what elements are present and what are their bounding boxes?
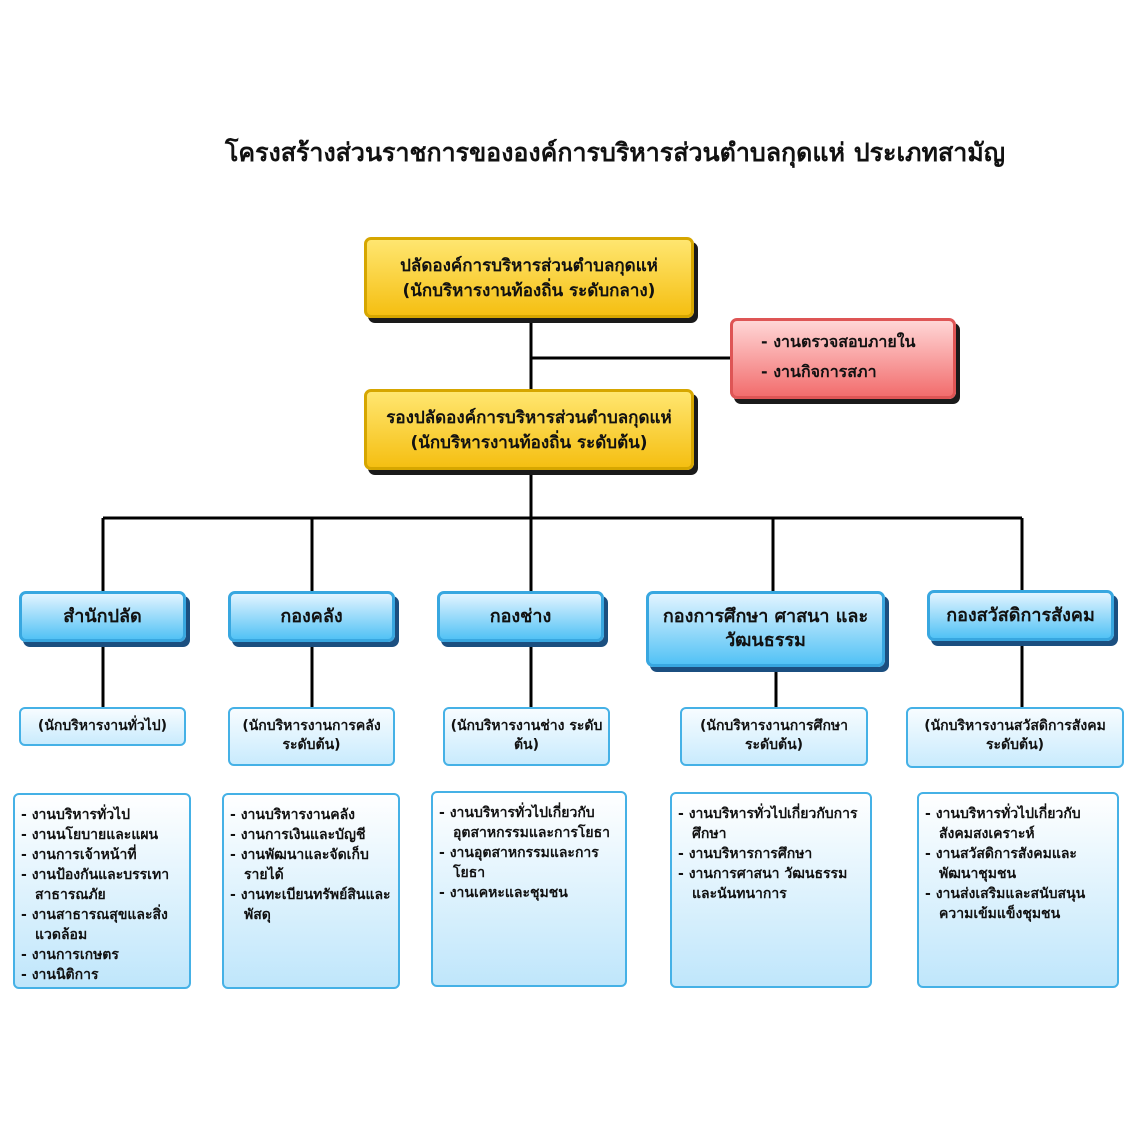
list-item: งานบริหารทั่วไป	[21, 805, 183, 825]
list-item: งานบริหารทั่วไปเกี่ยวกับอุตสาหกรรมและการ…	[439, 803, 619, 843]
division-name: กองคลัง	[280, 605, 343, 627]
list-item: งานเคหะและชุมชน	[439, 883, 619, 903]
list-item: งานทะเบียนทรัพย์สินและพัสดุ	[230, 885, 392, 925]
division-engineering-head: กองช่าง	[437, 591, 604, 642]
list-item: งานนโยบายและแผน	[21, 825, 183, 845]
chief-title: ปลัดองค์การบริหารส่วนตำบลกุดแห่	[400, 256, 658, 276]
division-name: สำนักปลัด	[63, 605, 142, 627]
list-item: งานการเกษตร	[21, 945, 183, 965]
duty-list-finance: งานบริหารงานคลัง งานการเงินและบัญชี งานพ…	[222, 793, 400, 989]
division-position: (นักบริหารงานการศึกษา ระดับต้น)	[680, 707, 868, 766]
list-item: งานบริหารทั่วไปเกี่ยวกับสังคมสงเคราะห์	[925, 804, 1111, 844]
list-item: งานนิติการ	[21, 965, 183, 985]
list-item: งานการศาสนา วัฒนธรรมและนันทนาการ	[678, 864, 864, 904]
duty-list-office: งานบริหารทั่วไป งานนโยบายและแผน งานการเจ…	[13, 793, 191, 989]
chief-level: (นักบริหารงานท้องถิ่น ระดับกลาง)	[402, 281, 656, 301]
list-item: งานป้องกันและบรรเทาสาธารณภัย	[21, 865, 183, 905]
side-unit-council: - งานกิจการสภา	[761, 362, 877, 381]
list-item: งานส่งเสริมและสนับสนุนความเข้มแข็งชุมชน	[925, 884, 1111, 924]
division-finance-head: กองคลัง	[228, 591, 395, 642]
list-item: งานอุตสาหกรรมและการโยธา	[439, 843, 619, 883]
duty-list-education: งานบริหารทั่วไปเกี่ยวกับการศึกษา งานบริห…	[670, 792, 872, 988]
list-item: งานบริหารการศึกษา	[678, 844, 864, 864]
chief-box: ปลัดองค์การบริหารส่วนตำบลกุดแห่ (นักบริห…	[364, 237, 694, 318]
list-item: งานสวัสดิการสังคมและพัฒนาชุมชน	[925, 844, 1111, 884]
division-position: (นักบริหารงานทั่วไป)	[19, 707, 186, 746]
division-name: กองการศึกษา ศาสนา และวัฒนธรรม	[662, 606, 869, 651]
side-units-box: - งานตรวจสอบภายใน - งานกิจการสภา	[730, 318, 956, 399]
list-item: งานบริหารงานคลัง	[230, 805, 392, 825]
list-item: งานการเจ้าหน้าที่	[21, 845, 183, 865]
division-name: กองช่าง	[489, 605, 552, 627]
division-education-head: กองการศึกษา ศาสนา และวัฒนธรรม	[646, 591, 885, 667]
page-title: โครงสร้างส่วนราชการขององค์การบริหารส่วนต…	[224, 138, 1006, 167]
deputy-level: (นักบริหารงานท้องถิ่น ระดับต้น)	[410, 433, 648, 453]
division-office-head: สำนักปลัด	[19, 591, 186, 642]
division-position: (นักบริหารงานสวัสดิการสังคม ระดับต้น)	[906, 707, 1124, 768]
side-unit-audit: - งานตรวจสอบภายใน	[761, 332, 916, 351]
division-welfare-head: กองสวัสดิการสังคม	[927, 590, 1114, 641]
division-name: กองสวัสดิการสังคม	[946, 604, 1095, 626]
duty-list-engineering: งานบริหารทั่วไปเกี่ยวกับอุตสาหกรรมและการ…	[431, 791, 627, 987]
list-item: งานพัฒนาและจัดเก็บรายได้	[230, 845, 392, 885]
deputy-title: รองปลัดองค์การบริหารส่วนตำบลกุดแห่	[386, 408, 672, 428]
list-item: งานบริหารทั่วไปเกี่ยวกับการศึกษา	[678, 804, 864, 844]
list-item: งานสาธารณสุขและสิ่งแวดล้อม	[21, 905, 183, 945]
deputy-box: รองปลัดองค์การบริหารส่วนตำบลกุดแห่ (นักบ…	[364, 389, 694, 470]
division-position: (นักบริหารงานการคลัง ระดับต้น)	[228, 707, 395, 766]
list-item: งานการเงินและบัญชี	[230, 825, 392, 845]
division-position: (นักบริหารงานช่าง ระดับต้น)	[443, 707, 610, 766]
duty-list-welfare: งานบริหารทั่วไปเกี่ยวกับสังคมสงเคราะห์ ง…	[917, 792, 1119, 988]
